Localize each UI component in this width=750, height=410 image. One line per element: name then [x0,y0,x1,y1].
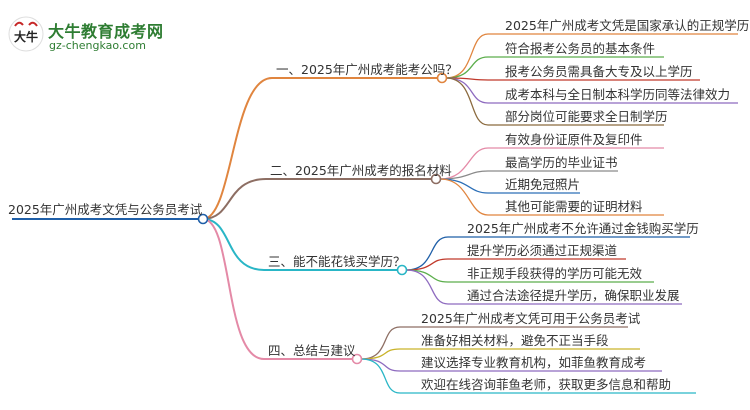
leaf-2-3[interactable]: 近期免冠照片 [505,177,581,192]
leaf-2-4-connector [439,178,664,216]
leaf-2-2[interactable]: 最高学历的毕业证书 [505,155,618,170]
leaf-1-5-connector [445,77,664,126]
branch-2-label[interactable]: 二、2025年广州成考的报名材料 [270,163,452,178]
branch-4-label[interactable]: 四、总结与建议 [268,343,356,358]
branch-1-connector [202,77,273,220]
logo-url: gz-chengkao.com [49,39,146,52]
branch-3-connector [202,218,265,271]
leaf-3-3[interactable]: 非正规手段获得的学历可能无效 [467,266,643,281]
branch-4-connector [202,218,265,360]
leaf-2-3-connector [439,178,580,194]
leaf-1-2-connector [445,56,664,79]
leaf-3-3-connector [405,269,654,283]
leaf-1-1-connector [445,33,738,79]
leaf-3-4[interactable]: 通过合法途径提升学历，确保职业发展 [467,288,680,303]
leaf-3-1-connector [405,236,690,271]
leaf-1-2[interactable]: 符合报考公务员的基本条件 [505,41,656,56]
leaf-4-4-connector [360,358,696,394]
leaf-4-2[interactable]: 准备好相关材料，避免不正当手段 [421,333,609,348]
leaf-1-1[interactable]: 2025年广州成考文凭是国家承认的正规学历 [505,18,750,33]
branch-2-connector [202,178,267,220]
leaf-2-4[interactable]: 其他可能需要的证明材料 [505,199,643,214]
branch-4-node-dot[interactable] [351,353,363,365]
leaf-4-1-connector [360,326,628,360]
branch-3-label[interactable]: 三、能不能花钱买学历？ [268,254,406,269]
leaf-2-1[interactable]: 有效身份证原件及复印件 [505,132,643,147]
branch-3-node-dot[interactable] [396,264,408,276]
root-node-dot[interactable] [197,213,209,225]
leaf-4-3-connector [360,358,662,372]
leaf-4-2-connector [360,348,640,360]
leaf-2-1-connector [439,147,664,180]
root-topic[interactable]: 2025年广州成考文凭与公务员考试 [8,202,203,217]
leaf-1-4-connector [445,77,738,104]
leaf-1-3[interactable]: 报考公务员需具备大专及以上学历 [505,64,693,79]
site-logo[interactable]: 大牛 大牛教育成考网 gz-chengkao.com [6,14,196,58]
leaf-3-2[interactable]: 提升学历必须通过正规渠道 [467,243,618,258]
leaf-3-2-connector [405,258,626,271]
leaf-1-5[interactable]: 部分岗位可能要求全日制学历 [505,109,668,124]
logo-title: 大牛教育成考网 [48,22,164,41]
bull-logo-icon: 大牛 [8,16,44,52]
leaf-3-1[interactable]: 2025年广州成考不允许通过金钱购买学历 [467,221,699,236]
branch-1-node-dot[interactable] [436,72,448,84]
leaf-2-2-connector [439,170,618,180]
leaf-4-1[interactable]: 2025年广州成考文凭可用于公务员考试 [421,311,641,326]
leaf-4-4[interactable]: 欢迎在线咨询菲鱼老师，获取更多信息和帮助 [421,377,672,392]
branch-1-label[interactable]: 一、2025年广州成考能考公吗？ [276,62,458,77]
leaf-3-4-connector [405,269,682,305]
branch-2-node-dot[interactable] [430,173,442,185]
logo-mark-text: 大牛 [14,29,38,44]
leaf-1-4[interactable]: 成考本科与全日制本科学历同等法律效力 [505,87,731,102]
leaf-4-3[interactable]: 建议选择专业教育机构，如菲鱼教育成考 [421,355,647,370]
